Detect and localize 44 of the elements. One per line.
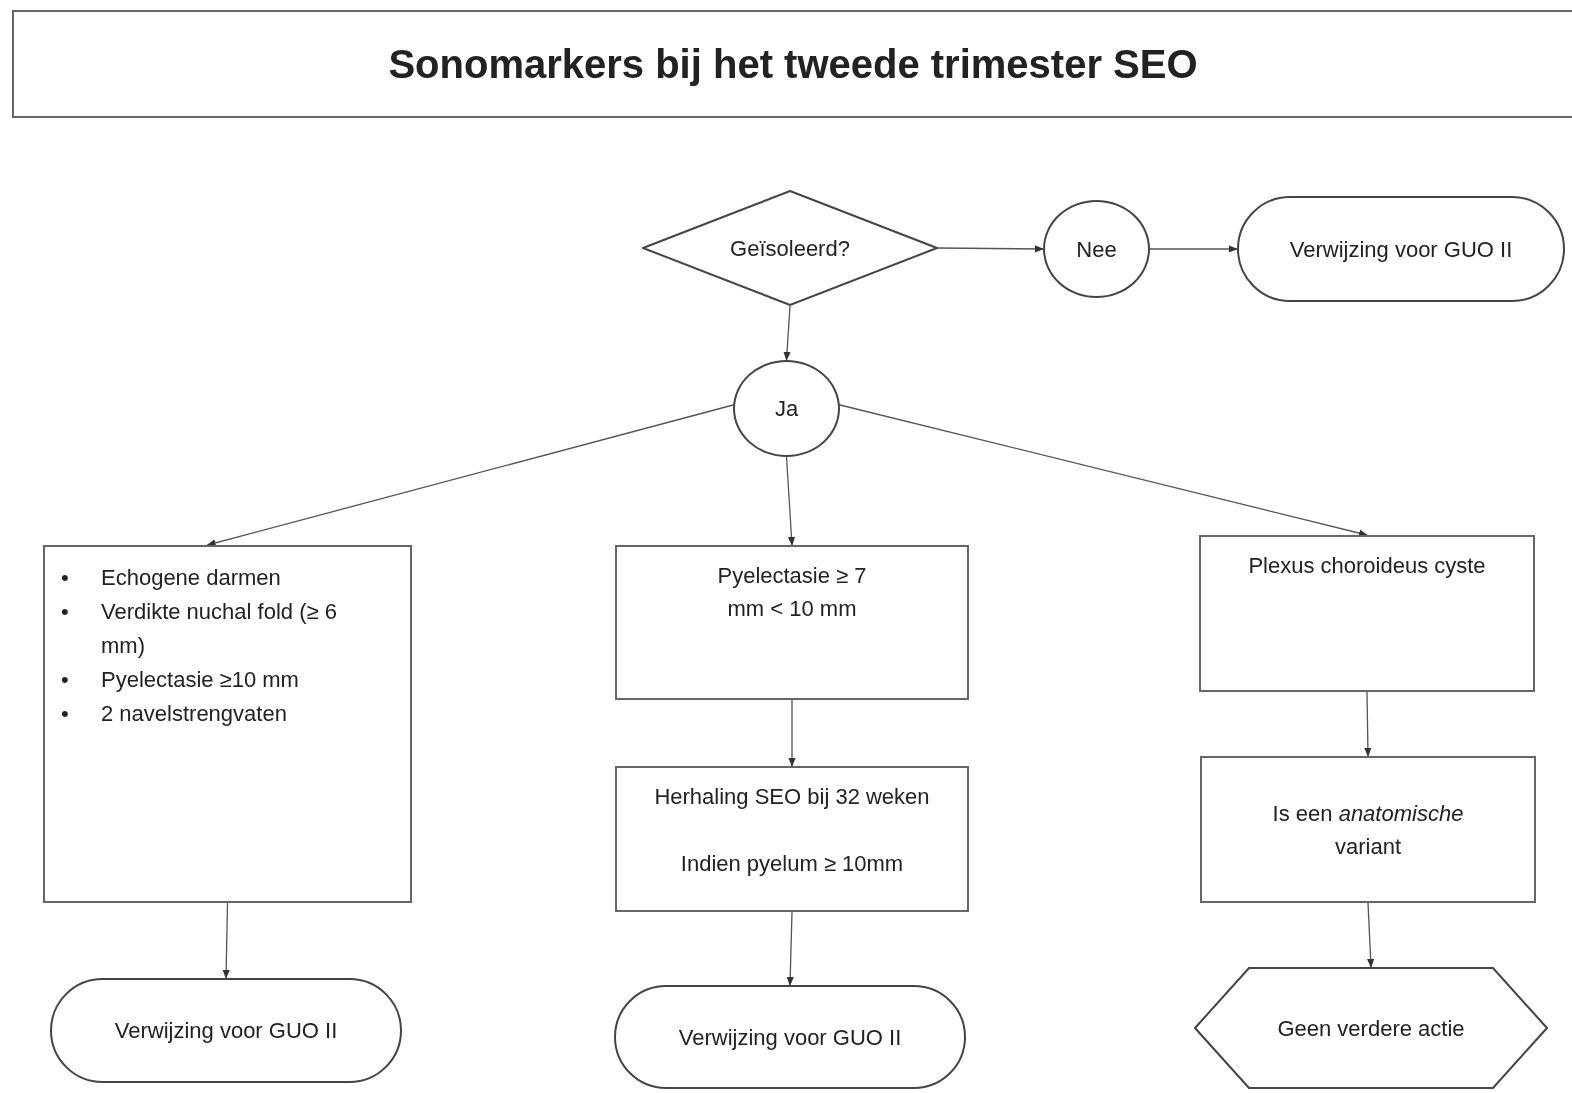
bullet-item: Verdikte nuchal fold (≥ 6 mm) [101,598,338,661]
title: Sonomarkers bij het tweede trimester SEO [388,41,1198,87]
arrow [1364,691,1372,757]
node-label: Verwijzing voor GUO II [1289,235,1513,264]
end-hexagon [1194,967,1548,1089]
arrow [785,456,796,546]
bullet-marker: • [61,666,70,695]
node-label: Indien pyelum ≥ 10mm [680,850,904,878]
arrow [786,911,794,986]
node-label: Plexus choroideus cyste [1248,552,1486,580]
arrow [837,403,1368,537]
node-label: Nee [1076,235,1117,264]
terminal-box [614,985,966,1089]
process-box [1200,756,1536,903]
terminal-box [1237,196,1565,302]
bullet-item: 2 navelstrengvaten [101,700,288,729]
process-box [1199,535,1535,692]
node-label: Is een anatomische variant [1271,799,1465,861]
node-label: Pyelectasie ≥ 7 mm < 10 mm [717,562,867,623]
node-label: Geïsoleerd? [730,234,850,263]
arrow [1367,902,1375,968]
bullet-marker: • [61,564,70,592]
terminal-box [50,978,402,1083]
node-label: Herhaling SEO bij 32 weken [654,783,930,811]
arrow [206,403,736,547]
node-label: Verwijzing voor GUO II [678,1023,902,1052]
node-label: Ja [774,395,799,423]
bullet-item: Pyelectasie ≥10 mm [101,666,300,695]
node-label: Geen verdere actie [1277,1014,1465,1043]
node-label: Verwijzing voor GUO II [114,1017,338,1045]
bullet-marker: • [61,598,70,627]
process-box [43,545,412,903]
decision-circle [733,360,840,457]
process-box [615,545,969,700]
bullet-item: Echogene darmen [101,564,282,592]
decision-circle [1043,200,1150,298]
process-box [615,766,969,912]
arrow [788,699,796,767]
arrow [1149,245,1238,253]
arrow [222,902,230,979]
arrow [783,305,791,361]
decision-diamond [642,190,938,306]
bullet-marker: • [61,700,70,729]
arrow [937,245,1044,253]
